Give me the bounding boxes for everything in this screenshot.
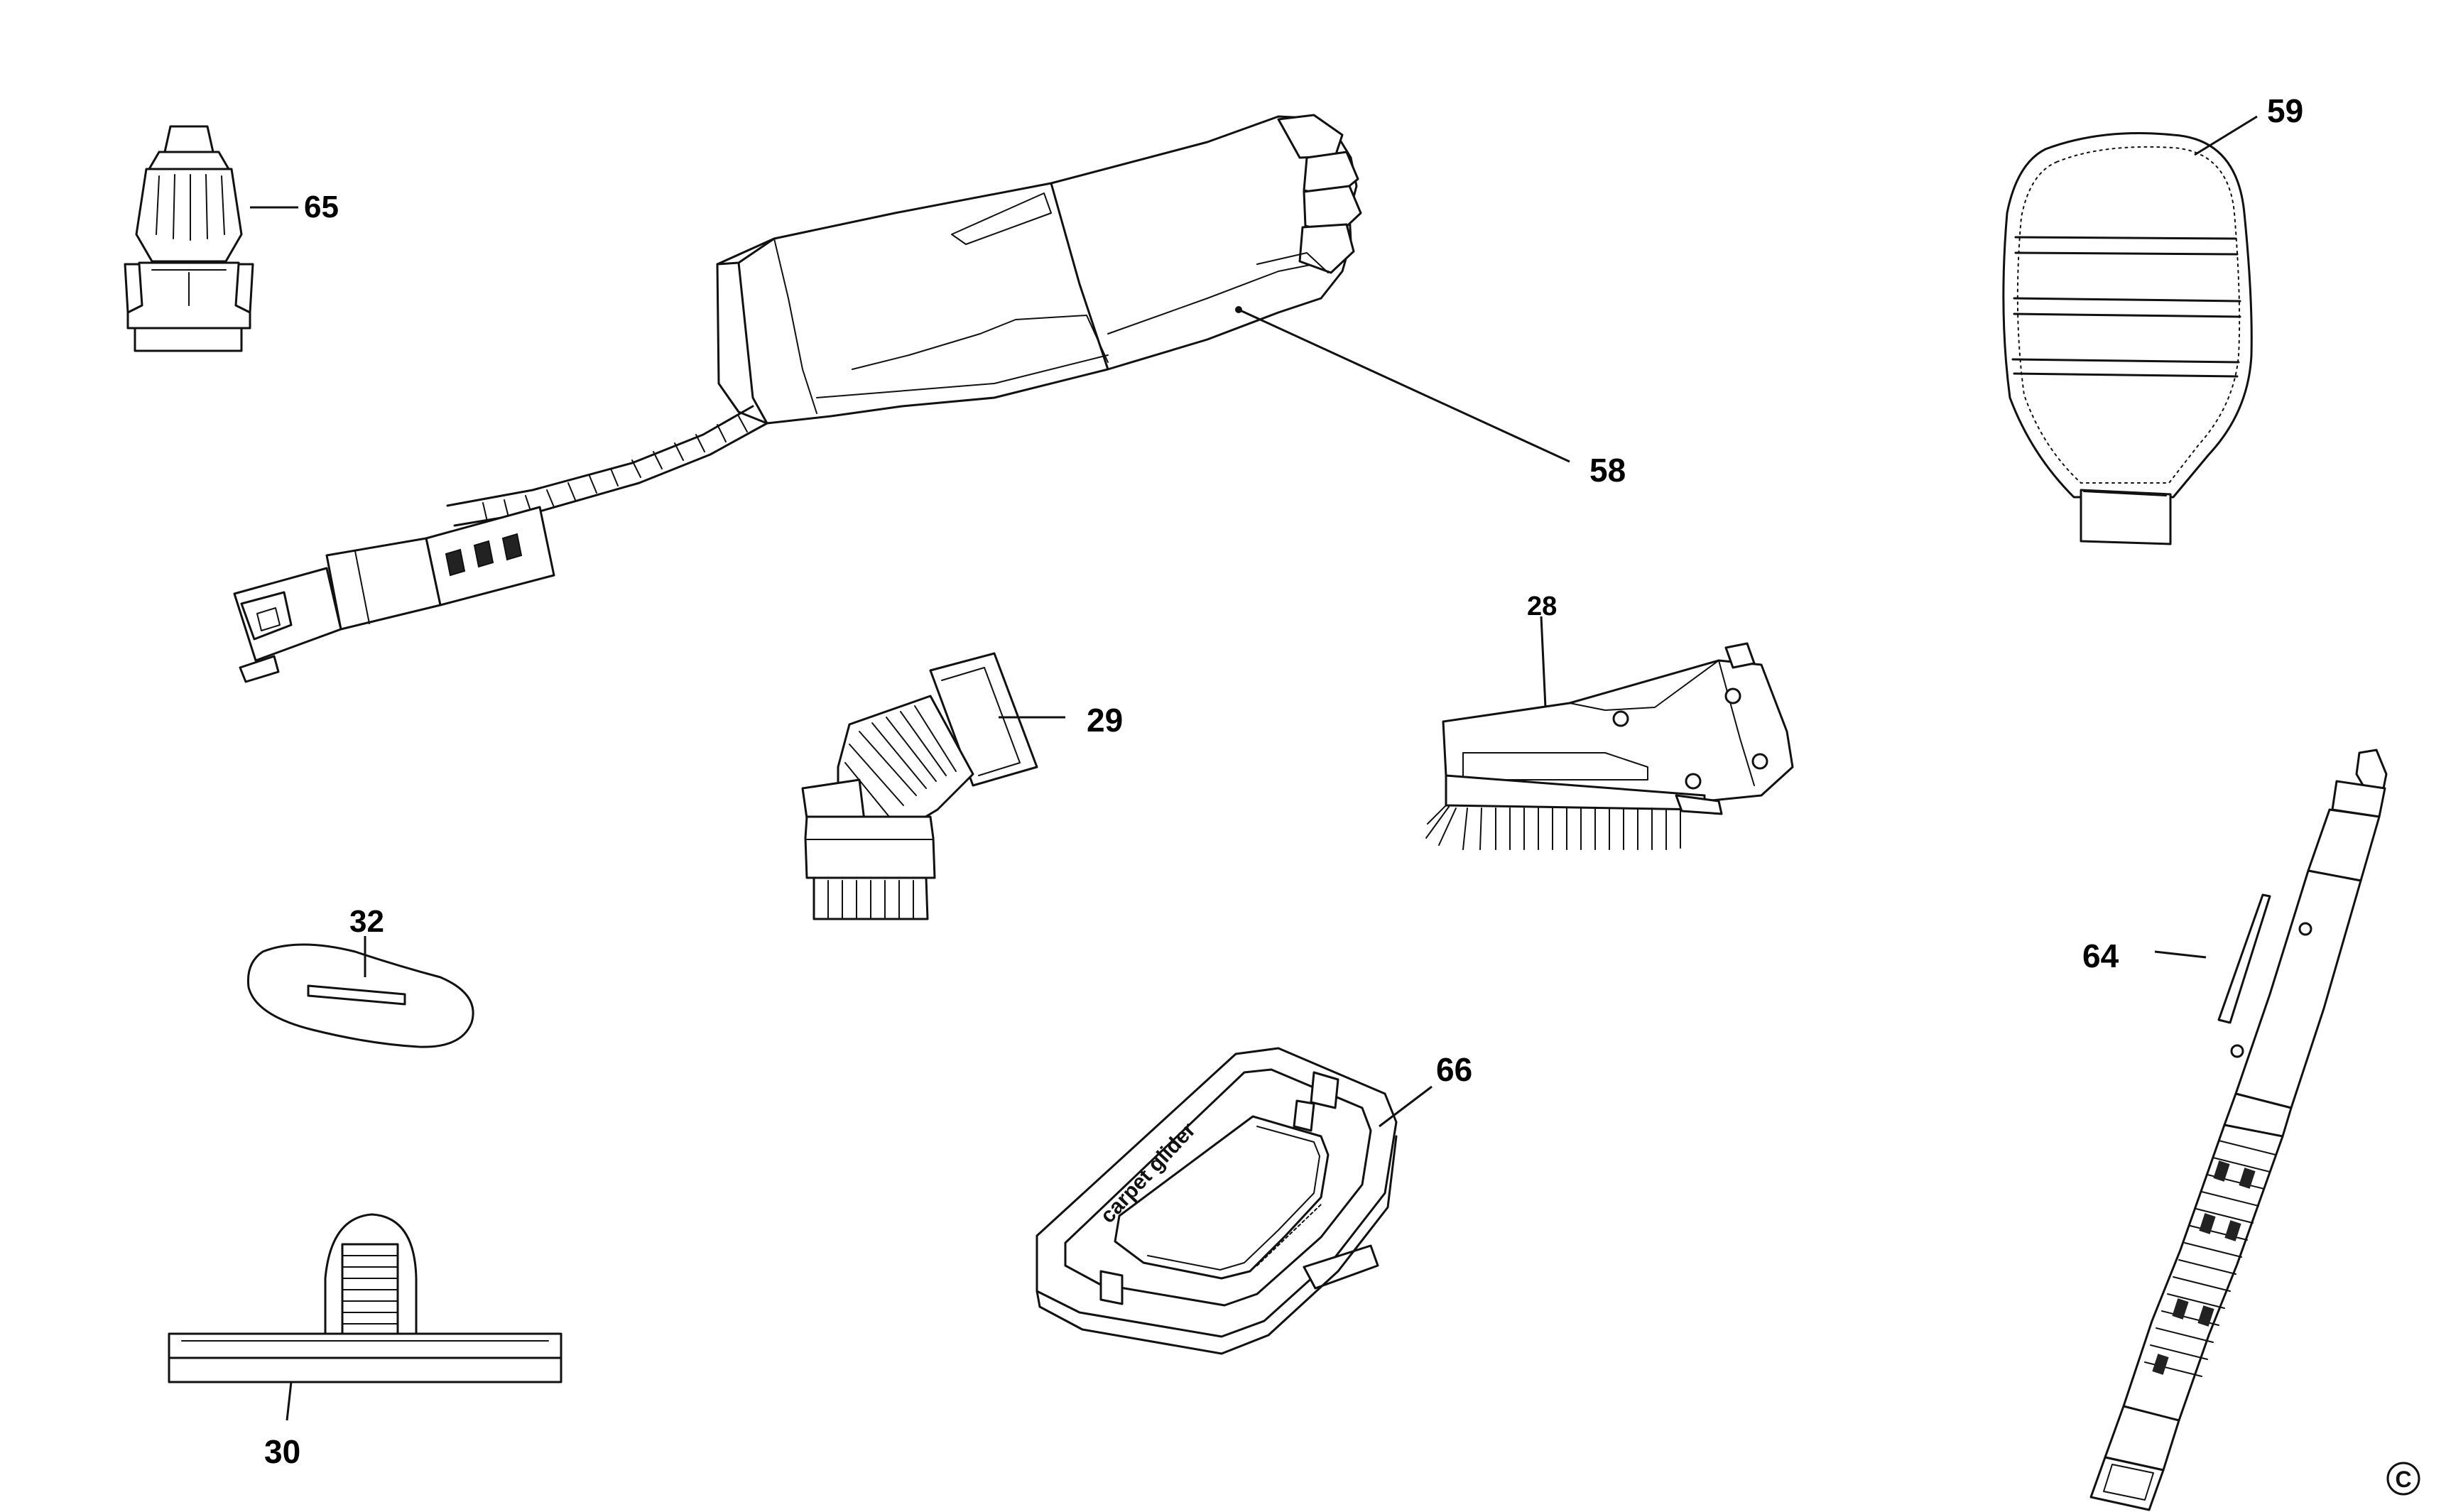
part-59-cloth-mitt: [2002, 132, 2253, 545]
callout-65: 65: [304, 190, 339, 224]
part-32-cloth-pad: [246, 943, 474, 1048]
callout-64: 64: [2082, 937, 2119, 974]
part-30-floor-nozzle: [168, 1213, 562, 1383]
part-64-extension-wand: [2089, 749, 2388, 1511]
callout-28: 28: [1527, 592, 1557, 621]
callout-32: 32: [349, 904, 384, 939]
leader-58: [1238, 308, 1570, 463]
part-28-scrub-brush: [1425, 642, 1794, 850]
part-58-handheld-steamer: [233, 114, 1362, 683]
copyright-symbol: C: [2386, 1462, 2420, 1496]
callout-30: 30: [264, 1433, 300, 1470]
leader-59: [2194, 115, 2258, 156]
copyright-letter: C: [2395, 1467, 2411, 1492]
leader-64: [2154, 950, 2207, 959]
leader-28: [1540, 616, 1547, 708]
part-66-carpet-glider: carpet glider: [1036, 1047, 1398, 1355]
callout-58: 58: [1589, 452, 1626, 489]
callout-59: 59: [2267, 92, 2303, 129]
part-29-angled-brush: [801, 652, 1038, 920]
callout-29: 29: [1087, 702, 1123, 739]
part-65-nozzle-adapter: [124, 125, 254, 352]
leader-30: [286, 1381, 293, 1421]
leader-66: [1379, 1085, 1433, 1128]
callout-66: 66: [1436, 1051, 1472, 1088]
